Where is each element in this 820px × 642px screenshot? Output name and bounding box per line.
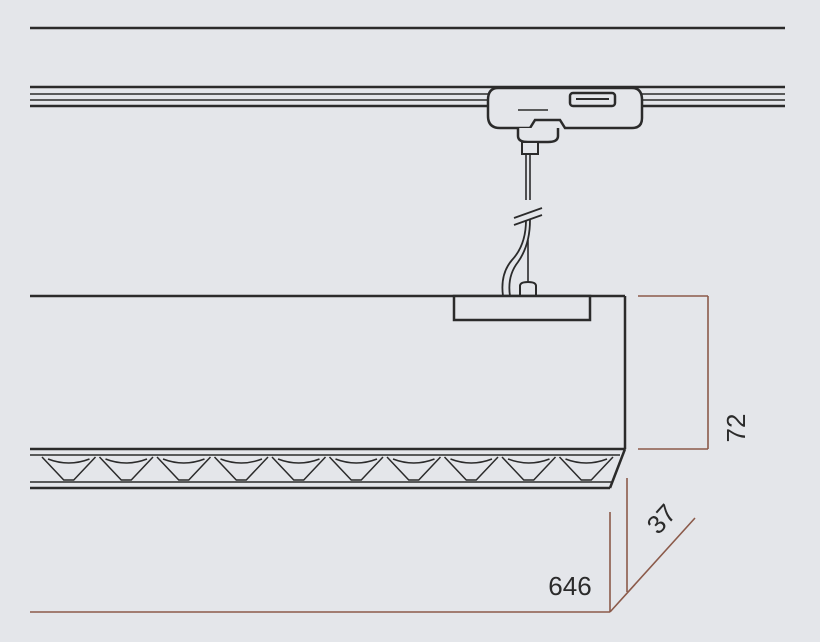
luminaire-body xyxy=(30,294,627,490)
louvre-cell xyxy=(443,456,499,481)
louvre-grid xyxy=(41,456,614,481)
louvre-cell xyxy=(213,456,269,481)
louvre-cell xyxy=(98,456,154,481)
louvre-cell xyxy=(558,456,614,481)
suspension-cable xyxy=(501,141,543,297)
track-adapter xyxy=(486,86,644,144)
louvre-cell xyxy=(41,456,97,481)
dimension-lines xyxy=(30,295,709,613)
louvre-cell xyxy=(501,456,557,481)
louvre-cell xyxy=(386,456,442,481)
louvre-cell xyxy=(328,456,384,481)
louvre-cell xyxy=(156,456,212,481)
track-rail xyxy=(30,85,785,108)
height-dimension: 72 xyxy=(721,414,751,443)
depth-dimension: 37 xyxy=(640,498,682,540)
driver-box xyxy=(452,294,592,322)
louvre-cell xyxy=(271,456,327,481)
length-dimension: 646 xyxy=(548,571,591,601)
